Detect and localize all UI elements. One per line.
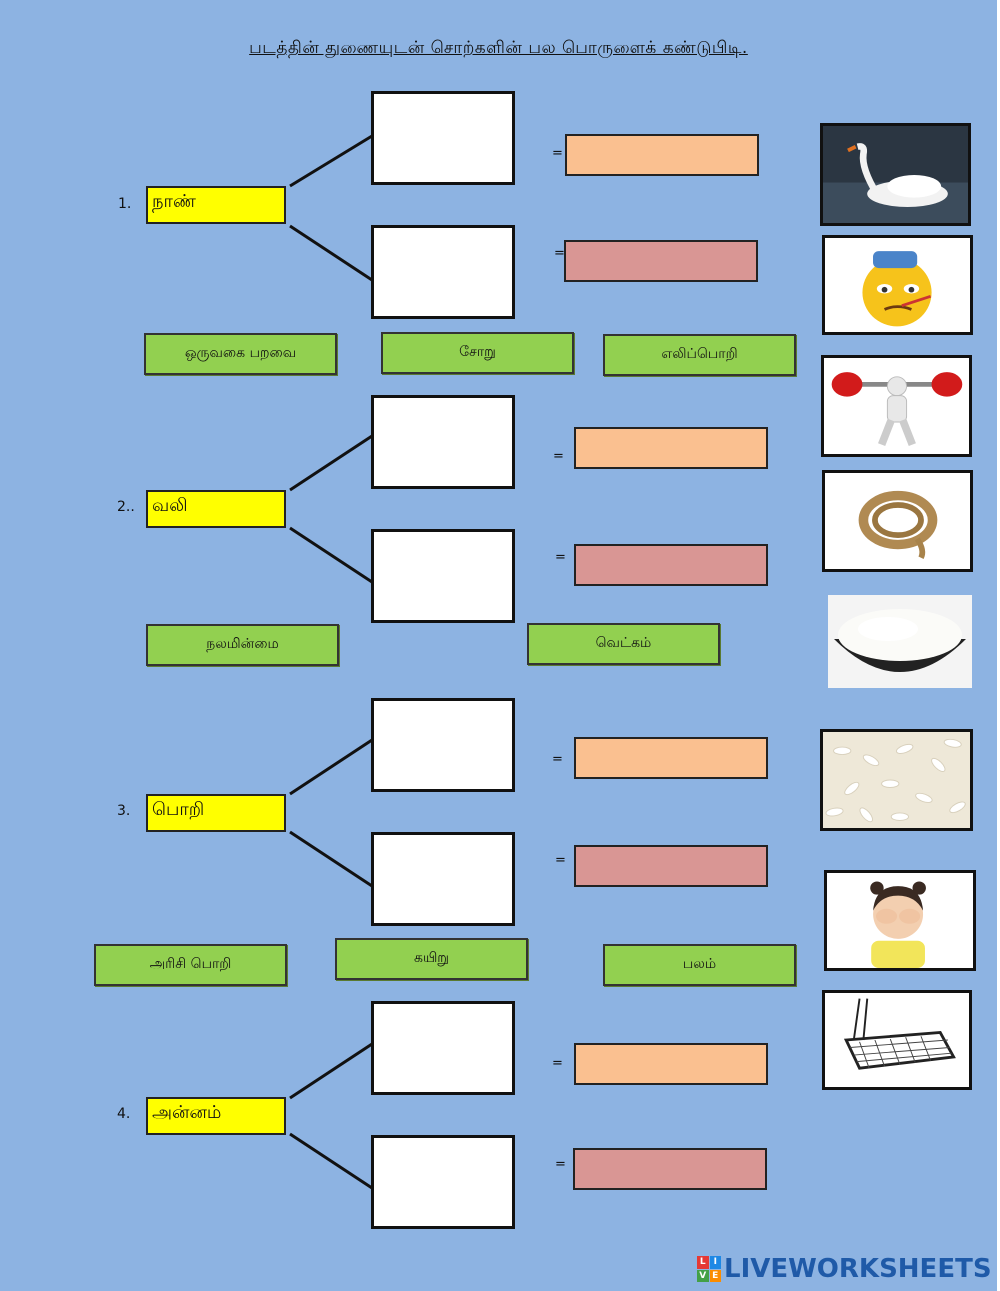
question-number-3: 3. (117, 803, 131, 819)
logo-letter: L (697, 1256, 709, 1269)
picture-drop-box-3b[interactable] (371, 832, 515, 926)
question-number-2: 2.. (117, 499, 135, 515)
picture-drop-box-3a[interactable] (371, 698, 515, 792)
option-tile[interactable]: அரிசி பொறி (94, 944, 287, 986)
sick-emoji-picture[interactable] (822, 235, 973, 335)
question-word-1: நாண் (146, 186, 286, 224)
equals-sign: = (555, 550, 566, 565)
meaning-drop-box-3a[interactable] (574, 737, 768, 779)
puffed-rice-picture[interactable] (820, 729, 973, 831)
option-tile[interactable]: ஒருவகை பறவை (144, 333, 337, 375)
worksheet-title: படத்தின் துணையுடன் சொற்களின் பல பொருளைக்… (249, 38, 748, 58)
equals-sign: = (552, 752, 563, 767)
meaning-drop-box-2b[interactable] (574, 544, 768, 586)
logo-letter: E (709, 1269, 721, 1282)
question-number-4: 4. (117, 1106, 131, 1122)
question-word-4: அன்னம் (146, 1097, 286, 1135)
option-tile[interactable]: வெட்கம் (527, 623, 720, 665)
swan-picture[interactable] (820, 123, 971, 226)
picture-drop-box-2b[interactable] (371, 529, 515, 623)
option-tile[interactable]: கயிறு (335, 938, 528, 980)
strongman-picture[interactable] (821, 355, 972, 457)
equals-sign: = (552, 1056, 563, 1071)
meaning-drop-box-2a[interactable] (574, 427, 768, 469)
question-number-1: 1. (118, 196, 132, 212)
logo-letter: I (709, 1256, 721, 1269)
equals-sign: = (555, 1157, 566, 1172)
equals-sign: = (555, 853, 566, 868)
meaning-drop-box-4a[interactable] (574, 1043, 768, 1085)
liveworksheets-logo-mark: L I V E (697, 1256, 721, 1282)
option-tile[interactable]: சோறு (381, 332, 574, 374)
picture-drop-box-2a[interactable] (371, 395, 515, 489)
picture-drop-box-1b[interactable] (371, 225, 515, 319)
mouse-trap-picture[interactable] (822, 990, 972, 1090)
meaning-drop-box-3b[interactable] (574, 845, 768, 887)
picture-drop-box-4b[interactable] (371, 1135, 515, 1229)
meaning-drop-box-4b[interactable] (573, 1148, 767, 1190)
equals-sign: = (553, 449, 564, 464)
option-tile[interactable]: எலிப்பொறி (603, 334, 796, 376)
shy-girl-picture[interactable] (824, 870, 976, 971)
equals-sign: = (554, 246, 565, 261)
liveworksheets-logo-text: LIVEWORKSHEETS (724, 1254, 992, 1284)
rope-picture[interactable] (822, 470, 973, 572)
equals-sign: = (552, 146, 563, 161)
meaning-drop-box-1a[interactable] (565, 134, 759, 176)
picture-drop-box-4a[interactable] (371, 1001, 515, 1095)
liveworksheets-logo: L I V E LIVEWORKSHEETS (697, 1254, 992, 1284)
option-tile[interactable]: பலம் (603, 944, 796, 986)
picture-drop-box-1a[interactable] (371, 91, 515, 185)
question-word-2: வலி (146, 490, 286, 528)
logo-letter: V (697, 1269, 709, 1282)
option-tile[interactable]: நலமின்மை (146, 624, 339, 666)
rice-bowl-picture[interactable] (828, 595, 972, 688)
meaning-drop-box-1b[interactable] (564, 240, 758, 282)
question-word-3: பொறி (146, 794, 286, 832)
